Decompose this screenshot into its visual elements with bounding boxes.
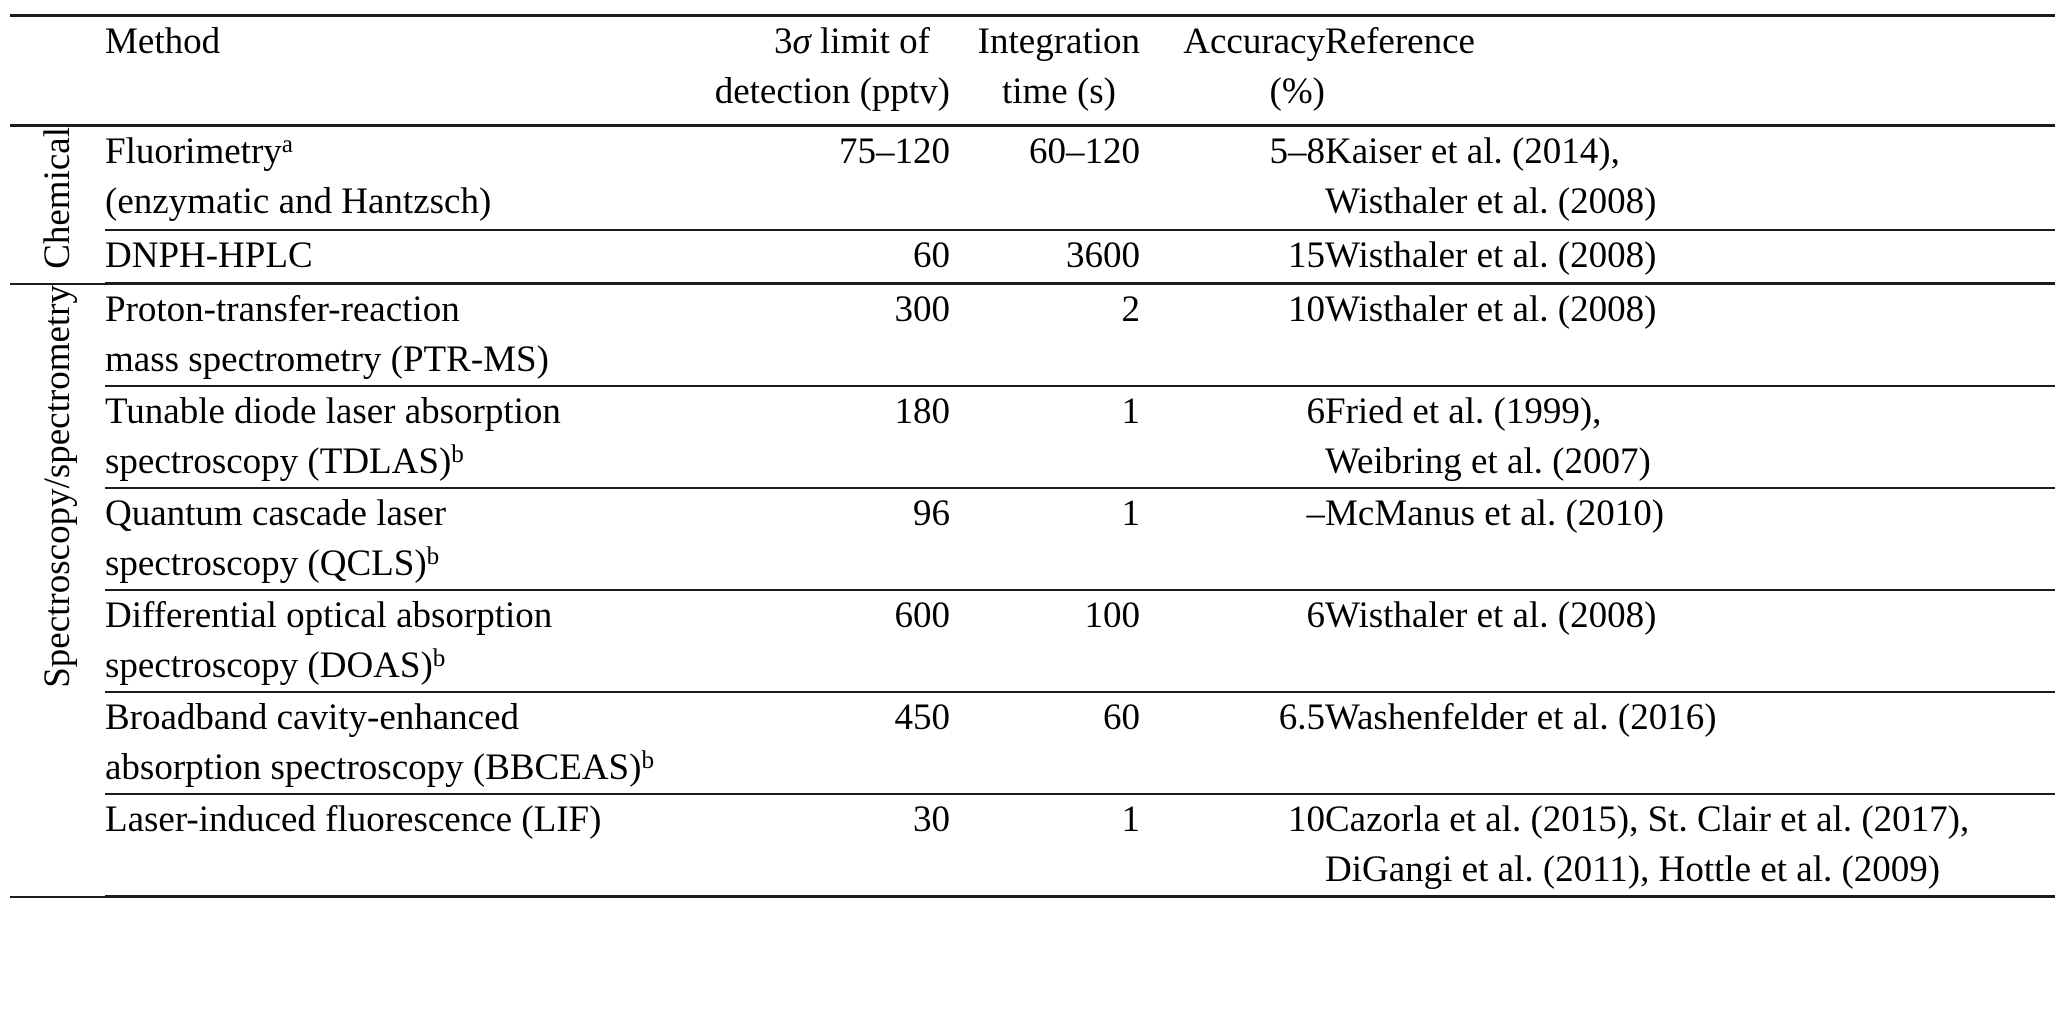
reference-cell: McManus et al. (2010) [1325, 488, 2055, 592]
method-cell: Broadband cavity-enhanced absorption spe… [105, 692, 705, 796]
reference-cell: Washenfelder et al. (2016) [1325, 692, 2055, 796]
time-cell: 60 [950, 692, 1140, 796]
reference-cell: Wisthaler et al. (2008) [1325, 590, 2055, 694]
reference-cell: Cazorla et al. (2015), St. Clair et al. … [1325, 794, 2055, 899]
reference-cell: Wisthaler et al. (2008) [1325, 283, 2055, 388]
lod-cell: 75–120 [705, 125, 950, 232]
method-cell: Quantum cascade laser spectroscopy (QCLS… [105, 488, 705, 592]
reference-cell: Kaiser et al. (2014), Wisthaler et al. (… [1325, 125, 2055, 232]
lod-cell: 30 [705, 794, 950, 899]
header-accuracy: Accuracy (%) [1140, 14, 1325, 127]
accuracy-cell: 6.5 [1140, 692, 1325, 796]
table-row: Quantum cascade laser spectroscopy (QCLS… [10, 488, 2055, 592]
reference-cell: Fried et al. (1999), Weibring et al. (20… [1325, 386, 2055, 490]
group-label-spectroscopy: Spectroscopy/spectrometry [10, 283, 105, 898]
header-reference: Reference [1325, 14, 2055, 127]
lod-cell: 180 [705, 386, 950, 490]
time-cell: 1 [950, 386, 1140, 490]
lod-cell: 450 [705, 692, 950, 796]
accuracy-cell: 5–8 [1140, 125, 1325, 232]
lod-cell: 60 [705, 230, 950, 286]
method-cell: Proton-transfer-reaction mass spectromet… [105, 283, 705, 388]
reference-cell: Wisthaler et al. (2008) [1325, 230, 2055, 286]
header-method: Method [105, 14, 705, 127]
table-row: Differential optical absorption spectros… [10, 590, 2055, 694]
table-row: DNPH-HPLC 60 3600 15 Wisthaler et al. (2… [10, 230, 2055, 286]
time-cell: 60–120 [950, 125, 1140, 232]
method-cell: Laser-induced fluorescence (LIF) [105, 794, 705, 899]
time-cell: 1 [950, 488, 1140, 592]
table-row: Chemical Fluorimetrya (enzymatic and Han… [10, 125, 2055, 285]
time-cell: 100 [950, 590, 1140, 694]
method-cell: Differential optical absorption spectros… [105, 590, 705, 694]
accuracy-cell: 6 [1140, 590, 1325, 694]
method-cell: Tunable diode laser absorption spectrosc… [105, 386, 705, 490]
table-row: Broadband cavity-enhanced absorption spe… [10, 692, 2055, 796]
accuracy-cell: 10 [1140, 283, 1325, 388]
header-integration-time: Integration time (s) [950, 14, 1140, 127]
group-label-chemical: Chemical [10, 125, 105, 285]
lod-cell: 600 [705, 590, 950, 694]
accuracy-cell: 15 [1140, 230, 1325, 286]
table-row: Laser-induced fluorescence (LIF) 30 1 10… [10, 794, 2055, 899]
table-row: Spectroscopy/spectrometry Proton-transfe… [10, 283, 2055, 898]
time-cell: 3600 [950, 230, 1140, 286]
table-header: Method 3σ limit of detection (pptv) Inte… [10, 14, 2055, 127]
sigma-symbol: σ [792, 21, 811, 62]
table-row: Tunable diode laser absorption spectrosc… [10, 386, 2055, 490]
header-lod: 3σ limit of detection (pptv) [705, 14, 950, 127]
method-cell: Fluorimetrya (enzymatic and Hantzsch) [105, 125, 705, 232]
time-cell: 2 [950, 283, 1140, 388]
header-group-spacer [10, 14, 105, 127]
accuracy-cell: 6 [1140, 386, 1325, 490]
methods-comparison-table: Method 3σ limit of detection (pptv) Inte… [10, 14, 2055, 899]
lod-cell: 96 [705, 488, 950, 592]
method-cell: DNPH-HPLC [105, 230, 705, 286]
header-row: Method 3σ limit of detection (pptv) Inte… [10, 14, 2055, 127]
accuracy-cell: – [1140, 488, 1325, 592]
time-cell: 1 [950, 794, 1140, 899]
lod-cell: 300 [705, 283, 950, 388]
accuracy-cell: 10 [1140, 794, 1325, 899]
